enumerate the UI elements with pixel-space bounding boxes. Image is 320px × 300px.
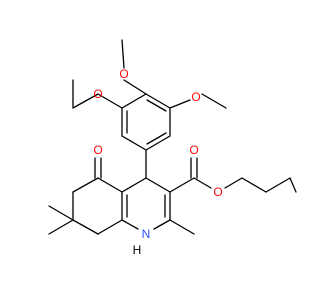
c4a-c5-bond <box>97 177 123 193</box>
c7-methyl-1-bond <box>48 205 74 221</box>
molecule-canvas: O O O O O O N H <box>48 39 297 257</box>
ester-carbonyl-oxygen-label: O <box>189 143 198 157</box>
molecule-structure: O O O O O O N H <box>48 39 297 257</box>
aryl-bond-6 <box>121 93 147 109</box>
c5-c6-bond <box>72 177 99 193</box>
ester-ether-bond <box>193 177 212 189</box>
c2-methyl-bond <box>169 219 195 235</box>
n1-c2-bond <box>153 219 171 230</box>
pentyl-bond-2 <box>241 177 267 193</box>
c7-c8-bond <box>72 219 99 235</box>
methoxy-oxygen-top-label: O <box>119 67 128 81</box>
methoxy-top-bond-ring <box>123 79 147 95</box>
aryl-bond-5-inner <box>146 99 167 112</box>
methoxy-top-bond-methyl <box>121 39 125 69</box>
c8-c8a-bond <box>97 219 123 235</box>
pentyl-bond-4 <box>289 177 297 193</box>
c7-methyl-2-bond <box>48 219 74 235</box>
aryl-bond-5 <box>145 93 171 109</box>
aryl-bond-3 <box>145 135 171 151</box>
ring-nitrogen-hydrogen-label: H <box>133 243 142 257</box>
methoxy-right-bond-ring <box>169 99 191 109</box>
c3-ester-carbon-bond <box>169 177 195 193</box>
ketone-oxygen-label: O <box>93 143 102 157</box>
aryl-bond-2 <box>121 135 147 151</box>
methoxy-left-bond-ring <box>97 93 123 109</box>
ring-nitrogen-label: N <box>142 227 151 241</box>
methoxy-oxygen-left-label: O <box>93 87 102 101</box>
atom-labels: O O O O O O N H <box>93 67 222 257</box>
pentyl-bond-1 <box>224 177 243 189</box>
c3-c4-bond <box>145 177 171 193</box>
ester-ether-oxygen-label: O <box>213 185 222 199</box>
methoxy-right-bond-methyl <box>201 93 227 109</box>
c8a-n1-bond <box>121 219 139 230</box>
pentyl-bond-3 <box>265 177 291 193</box>
bonds <box>48 39 297 235</box>
aryl-bond-3-inner <box>146 132 167 145</box>
methoxy-left-bond-methyl <box>72 93 99 109</box>
methoxy-oxygen-right-label: O <box>191 90 200 104</box>
c4-c4a-bond <box>121 177 147 193</box>
